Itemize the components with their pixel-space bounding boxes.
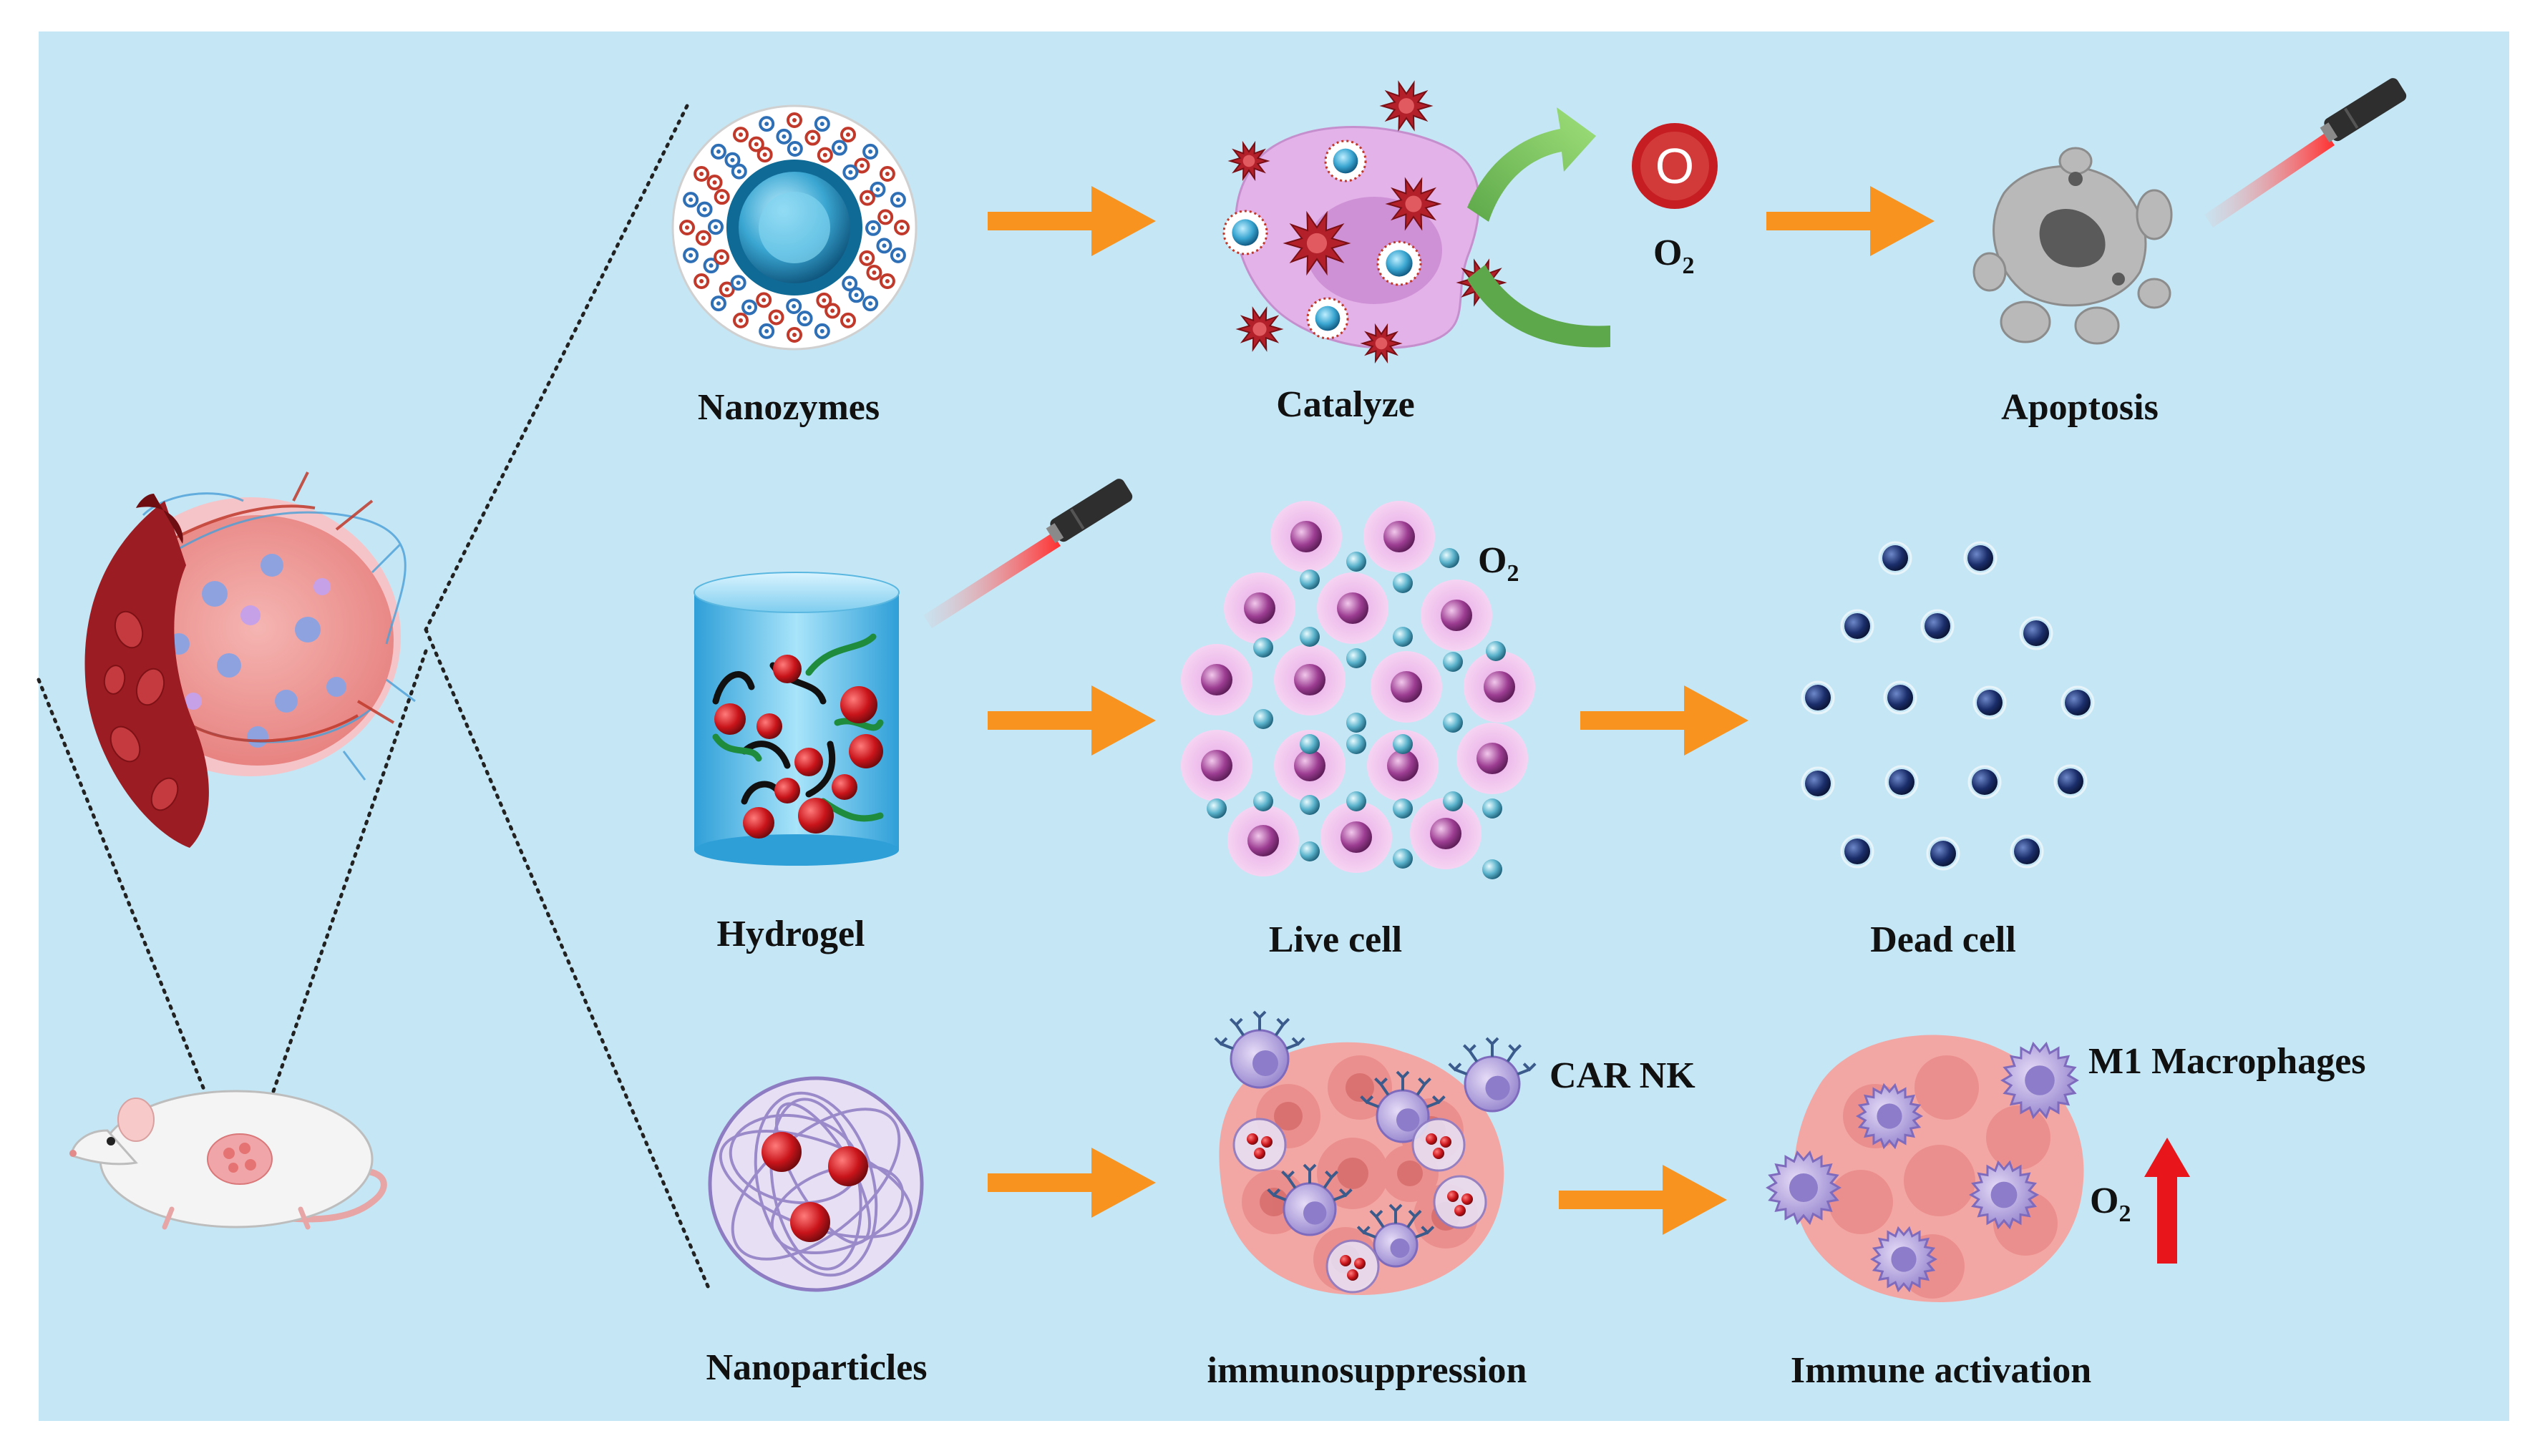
label-apoptosis: Apoptosis: [2001, 387, 2159, 428]
mouse-icon: [69, 1090, 387, 1230]
car-nk-label: CAR NK: [1549, 1055, 1695, 1096]
oxygen-symbol: O: [1632, 123, 1718, 209]
flow-arrow: [1580, 685, 1748, 756]
immune-activation-icon: [1766, 1035, 2084, 1302]
live-cell-cluster: [1181, 501, 1535, 879]
o2-label-row1: O2: [1653, 233, 1694, 279]
hydrogel-icon: [694, 572, 900, 866]
arrow-up-icon: [2144, 1138, 2190, 1264]
zoom-lines: [37, 104, 711, 1290]
flow-arrow: [1766, 186, 1935, 256]
label-immune-activation: Immune activation: [1791, 1350, 2091, 1391]
flow-arrow: [988, 1148, 1156, 1218]
label-dead-cell: Dead cell: [1870, 919, 2016, 960]
o2-label-row2: O2: [1478, 540, 1519, 587]
apoptosis-icon: [1972, 147, 2173, 345]
label-immunosuppression: immunosuppression: [1207, 1350, 1527, 1391]
green-arrows: [1467, 107, 1610, 348]
flow-arrow: [988, 186, 1156, 256]
tumor-icon: [84, 472, 416, 848]
m1-macrophages-label: M1 Macrophages: [2088, 1041, 2366, 1082]
laser-pointer-icon: [2204, 78, 2407, 228]
nanoparticle-icon: [708, 1076, 924, 1292]
o2-label-row3: O2: [2090, 1181, 2131, 1227]
immunosuppression-icon: [1214, 1010, 1537, 1295]
label-nanoparticles: Nanoparticles: [706, 1347, 927, 1388]
laser-pointer-icon: [923, 479, 1133, 628]
nanozyme-icon: [671, 104, 918, 351]
flow-arrow: [1559, 1165, 1727, 1235]
label-hydrogel: Hydrogel: [716, 914, 865, 954]
oxygen-symbol-text: O: [1655, 138, 1694, 194]
flow-arrow: [988, 685, 1156, 756]
label-live-cell: Live cell: [1269, 919, 1402, 960]
label-nanozymes: Nanozymes: [698, 387, 880, 428]
label-catalyze: Catalyze: [1276, 384, 1414, 425]
dead-cell-cluster: [1801, 541, 2095, 871]
catalyze-icon: [1222, 80, 1507, 364]
